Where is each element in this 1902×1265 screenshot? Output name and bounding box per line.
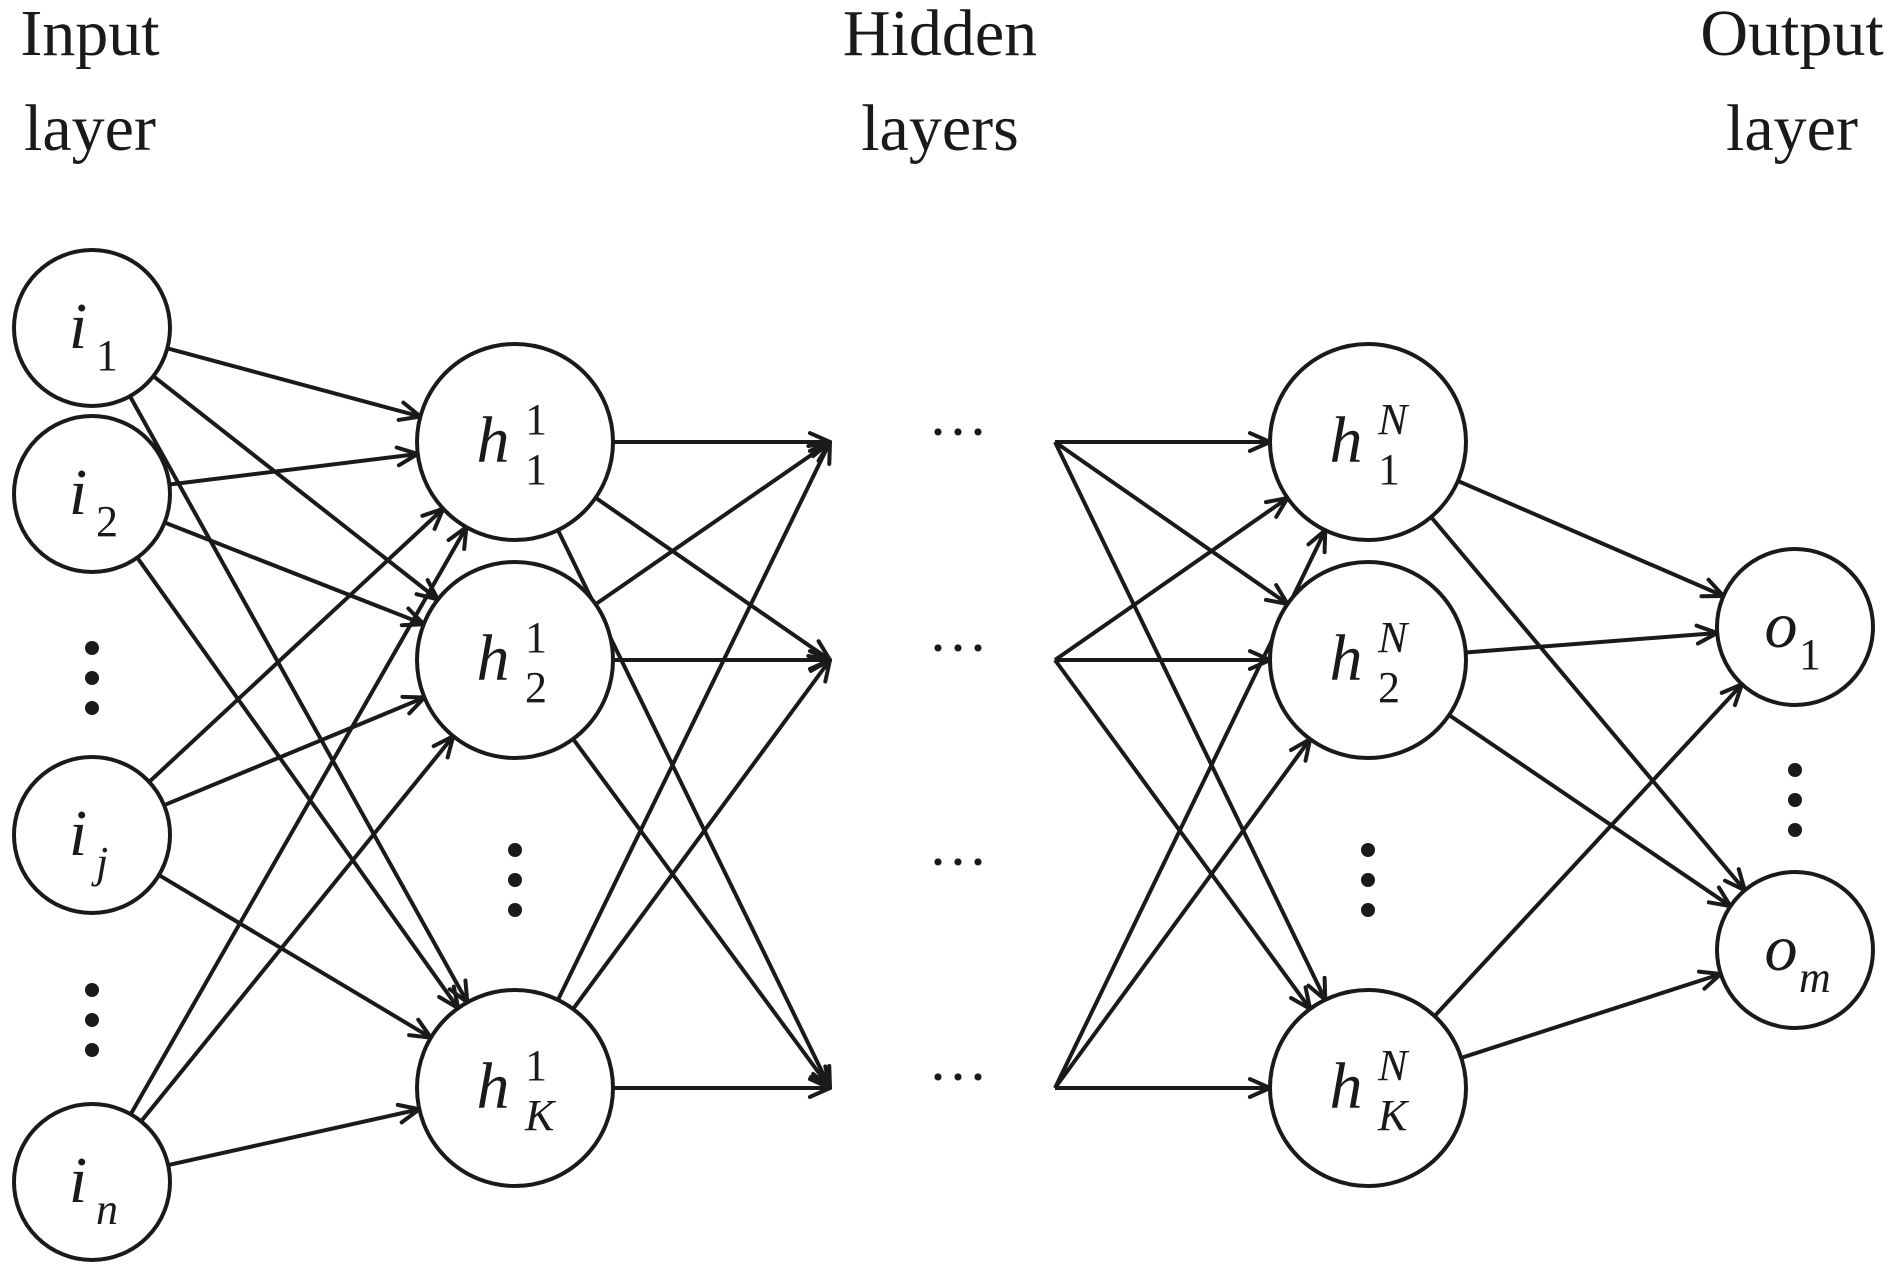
node-in-subscript: n — [96, 1185, 118, 1234]
edge-ij-to-h1K — [157, 873, 433, 1040]
node-hN1-superscript: N — [1377, 395, 1410, 444]
node-h12-superscript: 1 — [525, 613, 547, 662]
middle-ellipsis-row3: ··· — [928, 829, 988, 895]
edge-hN2-to-o1 — [1465, 623, 1720, 655]
node-o1-symbol: o — [1765, 589, 1798, 662]
node-h1K-symbol: h — [477, 1050, 510, 1123]
node-hN1-symbol: h — [1330, 404, 1363, 477]
edge-in-to-h11 — [128, 525, 469, 1116]
node-hN2-circle — [1268, 560, 1468, 760]
node-in-symbol: i — [69, 1144, 87, 1217]
output-title-line1: Output — [1700, 0, 1883, 70]
node-hN1-subscript: 1 — [1378, 445, 1400, 494]
edge-h1K-to-ellipsis-2 — [571, 658, 832, 1011]
node-o1-subscript: 1 — [1799, 630, 1821, 679]
input-layer-title: Input layer — [20, 0, 159, 165]
node-h11-circle — [415, 342, 615, 542]
node-hNK-symbol: h — [1330, 1050, 1363, 1123]
node-h1K-circle — [415, 988, 615, 1188]
edge-h12-to-ellipsis-3 — [571, 737, 832, 1090]
node-hN1-circle — [1268, 342, 1468, 542]
node-i1-symbol: i — [69, 290, 87, 363]
node-hNK-circle — [1268, 988, 1468, 1188]
edge-h1K-to-ellipsis-1 — [556, 440, 832, 1001]
middle-ellipsis-row2: ··· — [928, 615, 988, 681]
node-hN2-subscript: 2 — [1378, 663, 1400, 712]
node-hN2-superscript: N — [1377, 613, 1410, 662]
edge-hNK-to-om — [1460, 969, 1723, 1060]
node-ij-subscript: j — [91, 838, 108, 887]
hidden-title-line1: Hidden — [843, 0, 1037, 70]
edge-ellipsis-1-to-hNK — [1053, 441, 1328, 1002]
node-i1-circle — [12, 248, 172, 408]
output-layer-title: Output layer — [1700, 0, 1883, 165]
hiddenN-ellipsis — [1361, 843, 1375, 917]
input-ellipsis-lower — [85, 983, 99, 1057]
hidden1-ellipsis — [508, 843, 522, 917]
node-om-circle — [1715, 870, 1875, 1030]
node-h12-circle — [415, 560, 615, 760]
node-i2-subscript: 2 — [96, 497, 118, 546]
hidden-layers-title: Hidden layers — [843, 0, 1037, 165]
node-o1-circle — [1715, 547, 1875, 707]
edge-h11-to-ellipsis-1 — [613, 431, 832, 453]
edge-in-to-h1K — [167, 1102, 422, 1168]
edge-ellipsis-3-to-hN2 — [1053, 737, 1313, 1090]
node-h11-symbol: h — [477, 404, 510, 477]
node-hNK-superscript: N — [1377, 1041, 1410, 1090]
node-i1-subscript: 1 — [96, 331, 118, 380]
node-ij-symbol: i — [69, 797, 87, 870]
node-i2-circle — [12, 414, 172, 574]
output-ellipsis — [1788, 763, 1802, 837]
edge-i2-to-h12 — [163, 520, 426, 628]
node-h12-subscript: 2 — [525, 663, 547, 712]
output-title-line2: layer — [1726, 92, 1858, 165]
hidden-title-line2: layers — [861, 92, 1019, 165]
node-hN2-symbol: h — [1330, 622, 1363, 695]
node-hNK-subscript: K — [1377, 1091, 1410, 1140]
edge-hN1-to-om — [1429, 515, 1747, 893]
node-h12-symbol: h — [477, 622, 510, 695]
edge-ellipsis-1-to-hN1 — [1055, 431, 1272, 453]
node-h1K-superscript: 1 — [525, 1041, 547, 1090]
edge-h1K-to-ellipsis-3 — [613, 1077, 832, 1099]
input-ellipsis-upper — [85, 641, 99, 715]
edge-i1-to-h11 — [166, 346, 423, 422]
node-i2-symbol: i — [69, 456, 87, 529]
edge-ellipsis-3-to-hNK — [1055, 1077, 1272, 1099]
node-om-subscript: m — [1799, 953, 1831, 1002]
node-om-symbol: o — [1765, 912, 1798, 985]
node-h1K-subscript: K — [524, 1091, 557, 1140]
node-in-circle — [12, 1102, 172, 1262]
node-h11-subscript: 1 — [525, 445, 547, 494]
edge-ij-to-h12 — [163, 694, 427, 808]
node-h11-superscript: 1 — [525, 395, 547, 444]
input-title-line2: layer — [24, 92, 156, 165]
node-ij-circle — [12, 755, 172, 915]
middle-ellipsis-row1: ··· — [928, 399, 988, 465]
edge-hN1-to-o1 — [1457, 479, 1726, 599]
edge-ellipsis-2-to-hNK — [1053, 658, 1313, 1011]
edge-i2-to-h11 — [169, 445, 420, 487]
input-title-line1: Input — [20, 0, 159, 70]
middle-ellipsis-row4: ··· — [928, 1044, 988, 1110]
edge-hNK-to-o1 — [1433, 682, 1744, 1018]
connection-edges — [128, 346, 1747, 1168]
